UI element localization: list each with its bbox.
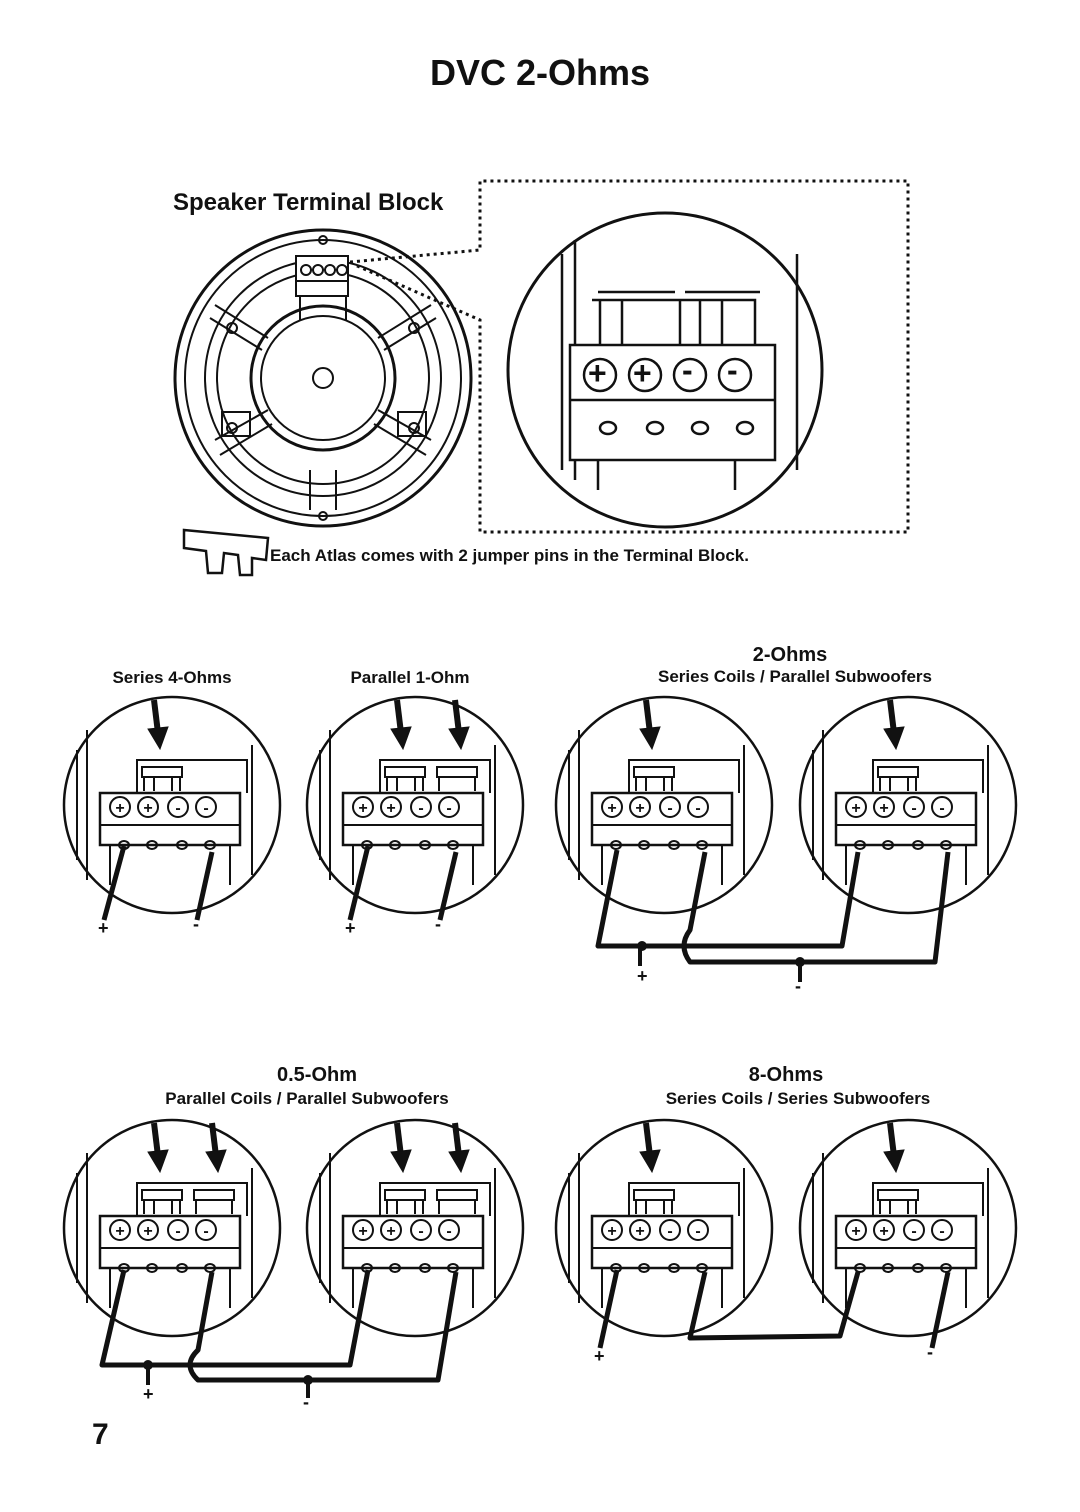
terminal-symbol-text: -	[695, 1223, 700, 1240]
speaker-rear-view	[173, 228, 473, 528]
terminal-detail-circle: + + - -	[62, 1118, 282, 1338]
jumper-pin-icon	[182, 528, 270, 577]
parallel1-plus: +	[345, 918, 356, 938]
terminal-symbol-text: +	[386, 800, 395, 817]
terminal-symbol-text: -	[418, 1223, 423, 1240]
terminal-symbol-text: +	[115, 800, 124, 817]
ohm05-minus: -	[303, 1392, 309, 1412]
terminal-symbol-text: +	[358, 800, 367, 817]
terminal-symbol-text: -	[695, 800, 700, 817]
terminal-symbol-text: -	[446, 1223, 451, 1240]
arrow-down-icon	[883, 699, 905, 751]
terminal-detail-circle: + + - -	[62, 695, 282, 915]
terminal-detail-circle: + + - -	[798, 1118, 1018, 1338]
terminal-plus-1: +	[588, 355, 607, 391]
diagram-ohms-05: 0.5-Ohm	[276, 1064, 358, 1086]
arrow-down-icon	[147, 1122, 227, 1174]
terminal-symbol-text: +	[851, 1223, 860, 1240]
terminal-symbol-text: -	[203, 800, 208, 817]
diagram-label-8: Series Coils / Series Subwoofers	[665, 1089, 931, 1108]
callout-lines	[349, 179, 910, 534]
terminal-symbol-text: +	[115, 1223, 124, 1240]
jumper-note: Each Atlas comes with 2 jumper pins in t…	[270, 546, 749, 565]
terminal-detail-circle: + + - -	[554, 1118, 774, 1338]
terminal-symbol-text: +	[851, 800, 860, 817]
ohm05-plus: +	[143, 1384, 154, 1404]
arrow-down-icon	[639, 699, 661, 751]
terminal-minus-1: -	[682, 352, 693, 388]
terminal-detail-circle: + + - -	[305, 1118, 525, 1338]
terminal-symbol-text: -	[175, 1223, 180, 1240]
terminal-plus-2: +	[633, 355, 652, 391]
wire-junctions	[143, 941, 805, 1398]
diagram-ohms-2: 2-Ohms	[752, 644, 828, 666]
terminal-symbol-text: +	[635, 800, 644, 817]
terminal-symbol-text: +	[143, 800, 152, 817]
terminal-symbol-text: -	[911, 800, 916, 817]
arrow-down-icon	[147, 699, 169, 751]
diagram-label-parallel-1: Parallel 1-Ohm	[350, 668, 470, 687]
terminal-block-heading: Speaker Terminal Block	[173, 189, 444, 216]
terminal-symbol-text: -	[939, 800, 944, 817]
ohm2-plus: +	[637, 966, 648, 986]
terminal-symbol-text: -	[939, 1223, 944, 1240]
terminal-detail-circle: + + - -	[798, 695, 1018, 915]
ohm2-minus: -	[795, 976, 801, 996]
diagram-label-series-4: Series 4-Ohms	[112, 668, 232, 687]
terminal-zoom	[506, 211, 824, 529]
arrow-down-icon	[639, 1122, 661, 1174]
terminal-detail-circle: + + - -	[305, 695, 525, 915]
arrow-down-icon	[390, 1122, 470, 1174]
diagram-ohms-8: 8-Ohms	[748, 1064, 824, 1086]
series4-plus: +	[98, 918, 109, 938]
terminal-symbol-text: -	[446, 800, 451, 817]
arrow-down-icon	[883, 1122, 905, 1174]
terminal-symbol-text: -	[175, 800, 180, 817]
terminal-symbol-text: +	[879, 1223, 888, 1240]
page-number: 7	[92, 1418, 109, 1451]
diagram-label-05: Parallel Coils / Parallel Subwoofers	[165, 1089, 449, 1108]
terminal-symbol-text: +	[386, 1223, 395, 1240]
terminal-symbol-text: +	[358, 1223, 367, 1240]
terminal-symbol-text: -	[911, 1223, 916, 1240]
wires	[99, 845, 951, 1383]
terminal-symbol-text: -	[667, 800, 672, 817]
terminal-symbol-text: +	[635, 1223, 644, 1240]
terminal-detail-circle: + + - -	[554, 695, 774, 915]
page-title: DVC 2-Ohms	[429, 52, 651, 93]
terminal-minus-2: -	[727, 352, 738, 388]
terminal-symbol-text: -	[667, 1223, 672, 1240]
terminal-symbol-text: +	[143, 1223, 152, 1240]
arrow-down-icon	[390, 699, 470, 751]
ohm8-plus: +	[594, 1346, 605, 1366]
terminal-symbol-text: +	[607, 800, 616, 817]
terminal-symbol-text: +	[879, 800, 888, 817]
diagram-label-2: Series Coils / Parallel Subwoofers	[658, 667, 932, 686]
ohm8-minus: -	[927, 1342, 933, 1362]
terminal-symbol-text: +	[607, 1223, 616, 1240]
series4-minus: -	[193, 914, 199, 934]
terminal-symbol-text: -	[418, 800, 423, 817]
parallel1-minus: -	[435, 914, 441, 934]
terminal-symbol-text: -	[203, 1223, 208, 1240]
